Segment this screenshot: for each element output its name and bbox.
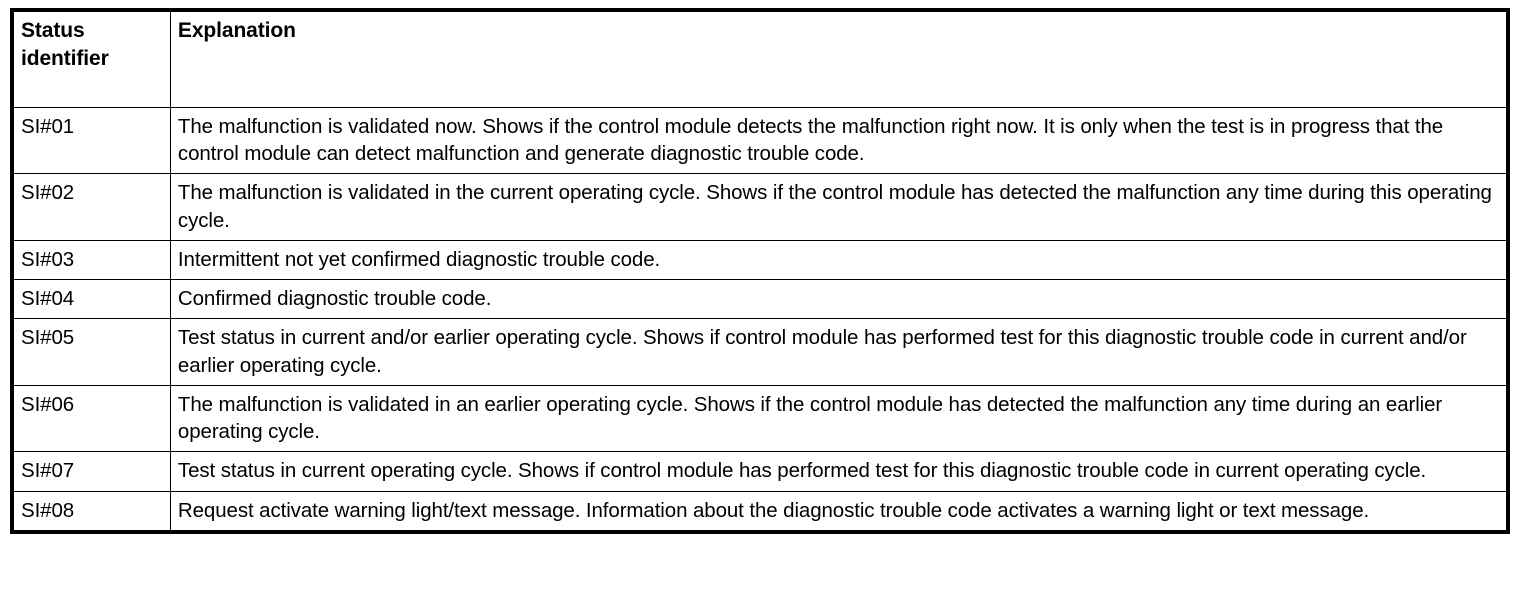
table-row: SI#03 Intermittent not yet confirmed dia… (11, 239, 1509, 281)
status-identifier-table: Status identifier Explanation SI#01 The … (10, 8, 1510, 534)
cell-status-identifier: SI#08 (11, 490, 171, 533)
cell-explanation: The malfunction is validated in the curr… (169, 173, 1509, 241)
cell-explanation: Request activate warning light/text mess… (169, 490, 1509, 533)
table-row: SI#02 The malfunction is validated in th… (11, 173, 1509, 241)
cell-status-identifier: SI#06 (11, 384, 171, 453)
cell-explanation: The malfunction is validated in an earli… (169, 384, 1509, 453)
cell-status-identifier: SI#02 (11, 173, 171, 241)
column-header-status-identifier: Status identifier (11, 9, 171, 108)
cell-explanation: Confirmed diagnostic trouble code. (169, 279, 1509, 320)
table-row: SI#06 The malfunction is validated in an… (11, 384, 1509, 453)
table-row: SI#01 The malfunction is validated now. … (11, 106, 1509, 175)
table-row: SI#07 Test status in current operating c… (11, 451, 1509, 492)
column-header-explanation: Explanation (169, 9, 1509, 108)
cell-status-identifier: SI#05 (11, 318, 171, 386)
cell-status-identifier: SI#07 (11, 451, 171, 492)
column-header-status-identifier-line1: Status (21, 19, 85, 42)
cell-explanation: The malfunction is validated now. Shows … (169, 106, 1509, 175)
table-header-row: Status identifier Explanation (11, 9, 1509, 108)
table-header: Status identifier Explanation (11, 9, 1509, 108)
cell-explanation: Test status in current and/or earlier op… (169, 318, 1509, 386)
table-row: SI#08 Request activate warning light/tex… (11, 490, 1509, 533)
column-header-status-identifier-line2: identifier (21, 46, 109, 70)
table-body: SI#01 The malfunction is validated now. … (11, 106, 1509, 533)
cell-status-identifier: SI#03 (11, 239, 171, 281)
cell-explanation: Test status in current operating cycle. … (169, 451, 1509, 492)
cell-status-identifier: SI#01 (11, 106, 171, 175)
cell-explanation: Intermittent not yet confirmed diagnosti… (169, 239, 1509, 281)
cell-status-identifier: SI#04 (11, 279, 171, 320)
table-row: SI#05 Test status in current and/or earl… (11, 318, 1509, 386)
table-row: SI#04 Confirmed diagnostic trouble code. (11, 279, 1509, 320)
